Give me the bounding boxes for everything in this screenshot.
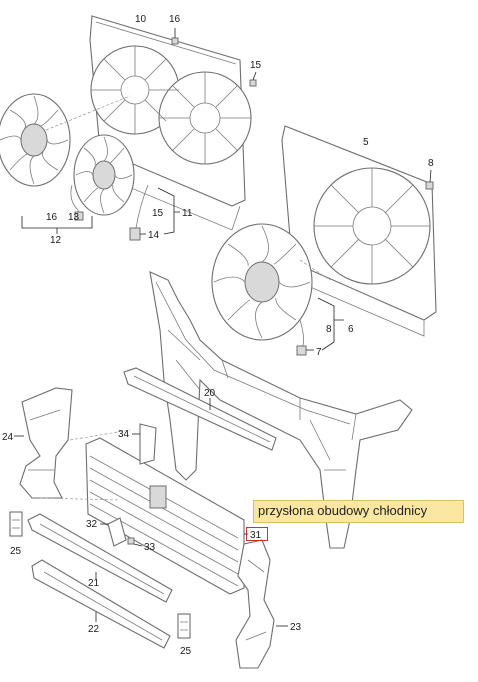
guide-line bbox=[299, 259, 331, 281]
fan-right bbox=[211, 223, 344, 356]
label-part-24: 24 bbox=[2, 432, 14, 443]
label-part-21: 21 bbox=[88, 578, 100, 589]
guide-line bbox=[45, 95, 131, 131]
lock-carrier-frame bbox=[149, 271, 413, 549]
screw-15-top bbox=[249, 71, 257, 87]
label-part-15: 15 bbox=[152, 208, 164, 219]
highlight-box-31 bbox=[246, 527, 268, 541]
air-guide-21 bbox=[27, 513, 173, 603]
screw-16 bbox=[171, 28, 179, 45]
guide-line bbox=[69, 429, 131, 441]
label-part-34: 34 bbox=[118, 429, 130, 440]
fan-left-large bbox=[0, 93, 71, 187]
label-part-20: 20 bbox=[204, 388, 216, 399]
air-guide-22 bbox=[31, 559, 171, 649]
label-part-10: 10 bbox=[135, 14, 147, 25]
label-part-16: 16 bbox=[169, 14, 181, 25]
label-part-25: 25 bbox=[10, 546, 22, 557]
label-part-22: 22 bbox=[88, 624, 100, 635]
label-part-5: 5 bbox=[363, 137, 369, 148]
clip-25-left bbox=[9, 511, 23, 537]
label-part-11: 11 bbox=[182, 208, 193, 219]
label-part-8: 8 bbox=[428, 158, 434, 169]
label-part-23: 23 bbox=[290, 622, 302, 633]
fan-shroud-right bbox=[281, 125, 437, 337]
label-part-12: 12 bbox=[50, 235, 62, 246]
label-part-25: 25 bbox=[180, 646, 192, 657]
brace-12 bbox=[21, 216, 93, 234]
label-part-13: 13 bbox=[68, 212, 80, 223]
label-part-15: 15 bbox=[250, 60, 262, 71]
radiator-shutter bbox=[85, 437, 248, 595]
label-part-7: 7 bbox=[316, 347, 322, 358]
screw-33 bbox=[127, 537, 143, 547]
screw-8 bbox=[425, 169, 434, 190]
air-duct-right-23 bbox=[235, 539, 288, 669]
label-part-32: 32 bbox=[86, 519, 98, 530]
callout-box bbox=[253, 500, 464, 523]
label-part-16: 16 bbox=[46, 212, 58, 223]
guide-line bbox=[39, 497, 121, 501]
bracket-34 bbox=[132, 423, 157, 465]
bracket-32 bbox=[100, 517, 127, 547]
label-part-33: 33 bbox=[144, 542, 156, 553]
label-part-6: 6 bbox=[348, 324, 354, 335]
label-part-8: 8 bbox=[326, 324, 332, 335]
air-guide-20 bbox=[123, 367, 277, 451]
callout-label: przysłona obudowy chłodnicy bbox=[258, 503, 428, 518]
fan-left-small bbox=[70, 134, 135, 221]
label-part-14: 14 bbox=[148, 230, 160, 241]
air-duct-left-24 bbox=[14, 387, 73, 499]
connector-14 bbox=[129, 184, 180, 241]
clip-25-right bbox=[177, 613, 191, 639]
